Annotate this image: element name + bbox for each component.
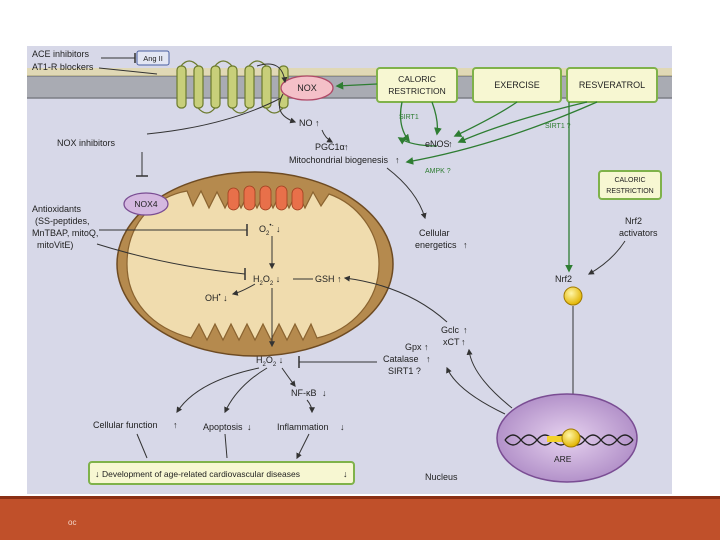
h2o2-to-oh-arrow xyxy=(231,283,256,296)
svg-text:↓: ↓ xyxy=(95,469,100,479)
enos-arrow: ↑ xyxy=(448,139,453,149)
oh-label: OH• ↓ xyxy=(205,293,228,303)
resveratrol-box: RESVERATROL xyxy=(566,67,658,103)
are-label: ARE xyxy=(554,454,572,464)
mito-biogenesis-label: Mitochondrial biogenesis xyxy=(289,155,389,165)
ace-inhibitors-label: ACE inhibitors xyxy=(32,49,90,59)
biogenesis-to-energetics-arrow xyxy=(386,167,427,220)
cellular-energetics-line2: energetics xyxy=(415,240,457,250)
svg-text:RESTRICTION: RESTRICTION xyxy=(388,86,446,96)
cellular-function-label: Cellular function xyxy=(93,420,158,430)
svg-text:Development of age-related car: Development of age-related cardiovascula… xyxy=(102,469,300,479)
nrf2-ball-nucleus xyxy=(561,428,581,448)
nox4-label: NOX4 xyxy=(134,199,157,209)
exercise-box: EXERCISE xyxy=(472,67,562,103)
cellular-energetics-line1: Cellular xyxy=(419,228,450,238)
nox-oval xyxy=(280,75,334,101)
no-to-pgc-arrow xyxy=(321,129,334,143)
at1r-blockers-label: AT1-R blockers xyxy=(32,62,94,72)
green-arrows xyxy=(335,81,598,273)
xct-label: xCT xyxy=(443,337,460,347)
nucleus-label: Nucleus xyxy=(425,472,458,482)
gclc-label: Gclc xyxy=(441,325,460,335)
ang2-label: Ang II xyxy=(143,54,163,63)
o2-label: O2•- ↓ xyxy=(259,223,280,237)
nrf2-ball xyxy=(563,286,583,306)
h2o2-to-nfkb-arrow xyxy=(281,367,296,387)
mitochondrion xyxy=(116,171,394,357)
enos-label: eNOS xyxy=(425,139,450,149)
svg-text:EXERCISE: EXERCISE xyxy=(494,80,540,90)
no-label: NO xyxy=(299,118,313,128)
h2o2-to-apoptosis-arrow xyxy=(224,367,268,414)
pgc1a-arrow: ↑ xyxy=(344,142,349,152)
svg-text:RESTRICTION: RESTRICTION xyxy=(606,188,653,195)
nfkb-to-inflammation-arrow xyxy=(306,399,315,414)
svg-text:RESVERATROL: RESVERATROL xyxy=(579,80,645,90)
gclc-arrow: ↑ xyxy=(463,325,468,335)
at1-receptor xyxy=(176,60,289,114)
nox-inhibitors-label: NOX inhibitors xyxy=(57,138,116,148)
ampk-label: AMPK ? xyxy=(425,168,451,175)
apoptosis-label: Apoptosis xyxy=(203,422,243,432)
antioxidants-line2: (SS-peptides, xyxy=(35,216,90,226)
nucleus-to-gpx-arrow xyxy=(446,366,506,415)
figure-diagram: Ang II ACE inhibitors AT1-R blockers NOX… xyxy=(27,46,672,494)
nrf2-activators-line1: Nrf2 xyxy=(625,216,642,226)
nrf2-activators-line2: activators xyxy=(619,228,658,238)
nfkb-label: NF-κB xyxy=(291,388,317,398)
h2o2-to-function-arrow xyxy=(176,367,260,414)
cellular-energetics-arrow: ↑ xyxy=(463,240,468,250)
gclc-to-gsh-arrow xyxy=(343,275,448,323)
nfkb-arrow: ↓ xyxy=(322,388,327,398)
cellular-function-arrow: ↑ xyxy=(173,420,178,430)
nox4-oval xyxy=(123,192,169,216)
mito-biogenesis-arrow: ↑ xyxy=(395,155,400,165)
are-element xyxy=(547,436,567,442)
gsh-label: GSH xyxy=(315,274,335,284)
nox-inhibit-line xyxy=(146,97,282,135)
sirt1-q-label: SIRT1 ? xyxy=(545,123,571,130)
caloric-restriction-box: CALORIC RESTRICTION xyxy=(376,67,458,103)
antiox-to-h2o2-line xyxy=(96,243,246,275)
gsh-arrow: ↑ xyxy=(337,274,342,284)
apoptosis-arrow: ↓ xyxy=(247,422,252,432)
xct-arrow: ↑ xyxy=(461,337,466,347)
catalase-arrow: ↑ xyxy=(426,354,431,364)
pgc1a-label: PGC1α xyxy=(315,142,345,152)
receptor-to-nox-arrow xyxy=(256,63,288,84)
nrf2-activators-arrow xyxy=(587,240,626,275)
h2o2-label: H2O2 ↓ xyxy=(253,274,280,287)
footer-bar xyxy=(0,496,720,540)
outcomes-to-development-arrows xyxy=(136,433,310,458)
inflammation-label: Inflammation xyxy=(277,422,329,432)
h2o2-cyto-label: H2O2 ↓ xyxy=(256,355,283,368)
svg-text:↓: ↓ xyxy=(343,469,348,479)
antioxidants-line4: mitoVitE) xyxy=(37,240,73,250)
ang2-box xyxy=(136,50,170,66)
catalase-label: Catalase xyxy=(383,354,419,364)
sirt1-label: SIRT1 xyxy=(399,114,419,121)
sirt1-q2-label: SIRT1 ? xyxy=(388,366,421,376)
nrf2-label: Nrf2 xyxy=(555,274,572,284)
antioxidants-line3: MnTBAP, mitoQ, xyxy=(32,228,98,238)
inflammation-arrow: ↓ xyxy=(340,422,345,432)
antioxidants-line1: Antioxidants xyxy=(32,204,82,214)
footer-divider xyxy=(0,496,720,499)
at1r-inhibit-line xyxy=(98,67,158,75)
no-arrow: ↑ xyxy=(315,118,320,128)
caloric-restriction-small-box: CALORIC RESTRICTION xyxy=(598,170,662,200)
svg-text:CALORIC: CALORIC xyxy=(614,177,645,184)
svg-text:CALORIC: CALORIC xyxy=(398,74,436,84)
gpx-label: Gpx xyxy=(405,342,422,352)
nucleus-to-gclc-arrow xyxy=(466,348,513,409)
nox-to-no-arrow xyxy=(279,93,297,124)
development-box: ↓ Development of age-related cardiovascu… xyxy=(88,461,355,485)
footer-label: oc xyxy=(68,518,77,527)
gpx-arrow: ↑ xyxy=(424,342,429,352)
nox-label: NOX xyxy=(297,83,317,93)
